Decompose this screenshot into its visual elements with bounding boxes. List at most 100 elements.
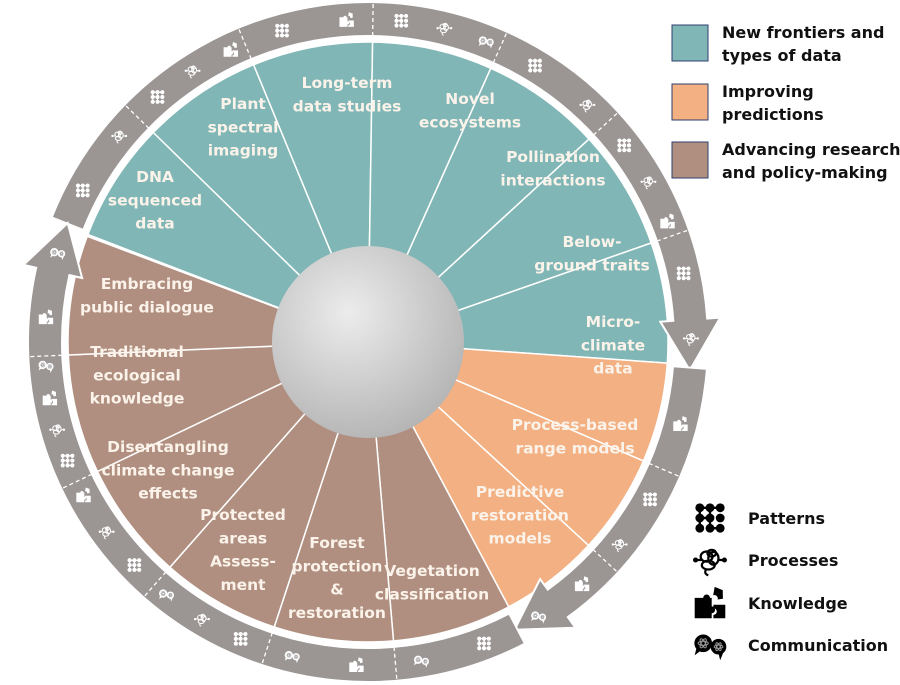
patterns-icon	[676, 265, 692, 281]
segment-label-line: ecosystems	[419, 113, 521, 131]
segment-label-line: Vegetation	[384, 562, 480, 580]
segment-label: Vegetation classification	[375, 562, 489, 603]
segment-label-line: data	[135, 215, 174, 233]
segment-label: Long-term data studies	[293, 74, 402, 115]
legend-swatch-frontiers	[671, 24, 709, 62]
segment-label-line: areas	[219, 529, 267, 547]
segment-label: Below-ground traits	[534, 233, 649, 274]
segment-label-line: Traditional	[90, 343, 184, 361]
ring-divider	[261, 632, 273, 666]
knowledge-icon	[694, 586, 726, 619]
segment-label-line: knowledge	[90, 390, 185, 408]
segment-label-line: Disentangling	[107, 438, 229, 456]
segment-label: Disentangling climate change effects	[101, 438, 234, 503]
segment-label-line: ment	[220, 576, 266, 594]
segment-label-line: restoration	[288, 604, 386, 622]
legend-label: Improving	[722, 82, 814, 101]
segment-label-line: Process-based	[512, 416, 639, 434]
segment-label-line: imaging	[208, 142, 278, 160]
patterns-icon	[693, 501, 727, 535]
segment-label-line: ground traits	[534, 256, 649, 274]
segment-label: Embracing public dialogue	[80, 275, 214, 316]
ring-layer	[21, 1, 723, 683]
ring-divider	[28, 354, 63, 358]
legend-label: New frontiers and	[722, 23, 884, 42]
patterns-icon	[274, 23, 290, 39]
ring-divider	[648, 462, 681, 478]
cycle-arrow-frontiers	[50, 1, 723, 373]
segment-labels: DNA sequenced data Plant spectral imaging Long…	[80, 74, 650, 622]
icon-legend-label: Knowledge	[748, 594, 848, 613]
patterns-icon	[126, 557, 142, 573]
legend-label: predictions	[722, 105, 824, 124]
segment-label-line: Embracing	[101, 275, 194, 293]
segment-label-line: DNA	[136, 168, 174, 186]
communication-icon	[693, 633, 727, 661]
patterns-icon	[150, 89, 165, 105]
segment-label-line: Below-	[562, 233, 621, 251]
segment-label-line: public dialogue	[80, 298, 214, 316]
segment-label-line: effects	[138, 485, 197, 503]
segment-label-line: classification	[375, 585, 489, 603]
segment-label-line: models	[489, 530, 552, 548]
segment-label-line: spectral	[208, 118, 279, 136]
segment-label-line: Protected	[200, 506, 286, 524]
ring-divider	[592, 548, 619, 574]
segment-label: Process-based range models	[512, 416, 639, 457]
segment-label: Novel ecosystems	[419, 90, 521, 131]
segment-label-line: Novel	[445, 90, 495, 108]
segment-label: Traditional ecological knowledge	[90, 343, 185, 408]
ring-divider	[592, 111, 619, 136]
patterns-icon	[642, 491, 658, 507]
segment-label-line: Long-term	[302, 74, 393, 92]
segment-label-line: interactions	[500, 171, 605, 189]
legend-label: Advancing research	[722, 140, 900, 159]
segment-label-line: data	[593, 360, 632, 378]
patterns-icon	[75, 182, 91, 198]
segment-label: Pollination interactions	[500, 148, 605, 189]
segment-label: DNA sequenced data	[108, 168, 202, 233]
segment-label: Plant spectral imaging	[208, 95, 279, 160]
ring-divider	[656, 229, 690, 242]
segment-label-line: protection	[292, 557, 383, 575]
segment-label: Micro-climate data	[581, 313, 645, 378]
segment-label-line: ecological	[93, 366, 181, 384]
processes-icon	[691, 548, 729, 577]
patterns-icon	[476, 636, 492, 651]
ring-divider	[143, 571, 167, 598]
patterns-icon	[616, 137, 632, 153]
legend-label: and policy-making	[722, 163, 888, 182]
segment-label-line: Micro-	[586, 313, 641, 331]
patterns-icon	[233, 631, 249, 647]
legend-label: types of data	[722, 46, 842, 65]
segment-label-line: climate change	[101, 461, 234, 479]
segment-label-line: Forest	[309, 534, 365, 552]
patterns-icon	[60, 453, 75, 469]
segment-label-line: &	[330, 581, 344, 599]
ring-divider	[393, 646, 398, 681]
segment-label-line: Pollination	[506, 148, 600, 166]
segment-label: Forest protection & restoration	[288, 534, 386, 622]
center-hub	[272, 246, 464, 438]
icon-legend-label: Patterns	[748, 509, 825, 528]
segment-label-line: data studies	[293, 97, 402, 115]
segment-label-line: restoration	[471, 506, 569, 524]
icon-legend-label: Processes	[748, 551, 838, 570]
ring-divider	[61, 473, 93, 490]
segment-label-line: Assess-	[210, 553, 276, 571]
patterns-icon	[527, 58, 543, 74]
ring-divider	[124, 104, 150, 129]
segment-label-line: Plant	[220, 95, 266, 113]
ring-divider	[371, 2, 374, 37]
patterns-icon	[393, 13, 409, 29]
icon-legend-label: Communication	[748, 636, 888, 655]
segment-label-line: range models	[515, 439, 634, 457]
segment-label-line: sequenced	[108, 191, 202, 209]
segment-label-line: climate	[581, 336, 645, 354]
legend-swatch-research	[671, 141, 709, 179]
